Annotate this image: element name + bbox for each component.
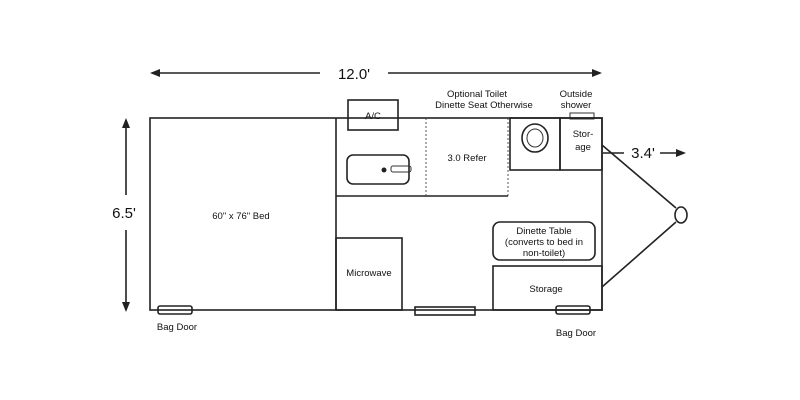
hitch-tongue xyxy=(601,144,688,288)
length-dimension: 12.0' xyxy=(150,66,602,83)
width-dimension: 6.5' xyxy=(112,118,136,312)
toilet-label-line2: Dinette Seat Otherwise xyxy=(435,100,533,111)
microwave: Microwave xyxy=(335,237,403,311)
side-storage: Stor- age xyxy=(559,117,603,171)
bottom-storage: Storage xyxy=(492,265,603,311)
microwave-label: Microwave xyxy=(346,268,391,279)
entry-door xyxy=(414,306,476,316)
tongue-dimension: 3.4' xyxy=(603,145,686,162)
shower-label-line1: Outside xyxy=(560,89,593,100)
refrigerator: 3.0 Refer xyxy=(425,118,509,196)
outside-shower: Outside shower xyxy=(560,89,595,120)
shower-label-line2: shower xyxy=(561,100,592,111)
refer-label: 3.0 Refer xyxy=(447,153,486,164)
dinette-label-line3: non-toilet) xyxy=(523,248,565,259)
side-storage-label-line1: Stor- xyxy=(573,129,594,140)
dinette-table: Dinette Table (converts to bed in non-to… xyxy=(492,221,596,261)
side-storage-label-line2: age xyxy=(575,142,591,153)
toilet-label-line1: Optional Toilet xyxy=(447,89,507,100)
bottom-storage-label: Storage xyxy=(529,284,562,295)
bag-door-right-label: Bag Door xyxy=(556,328,596,339)
tongue-label: 3.4' xyxy=(631,145,655,162)
bag-door-right: Bag Door xyxy=(555,305,596,339)
ac-unit: A/C xyxy=(347,99,399,131)
width-label: 6.5' xyxy=(112,205,136,222)
bag-door-left: Bag Door xyxy=(157,305,197,333)
ac-label: A/C xyxy=(365,111,381,122)
sink xyxy=(346,154,412,185)
bag-door-left-label: Bag Door xyxy=(157,322,197,333)
optional-toilet: Optional Toilet Dinette Seat Otherwise xyxy=(435,89,561,171)
length-label: 12.0' xyxy=(338,66,370,83)
bed-label: 60" x 76" Bed xyxy=(212,211,269,222)
dinette-label-line1: Dinette Table xyxy=(516,226,571,237)
dinette-label-line2: (converts to bed in xyxy=(505,237,583,248)
